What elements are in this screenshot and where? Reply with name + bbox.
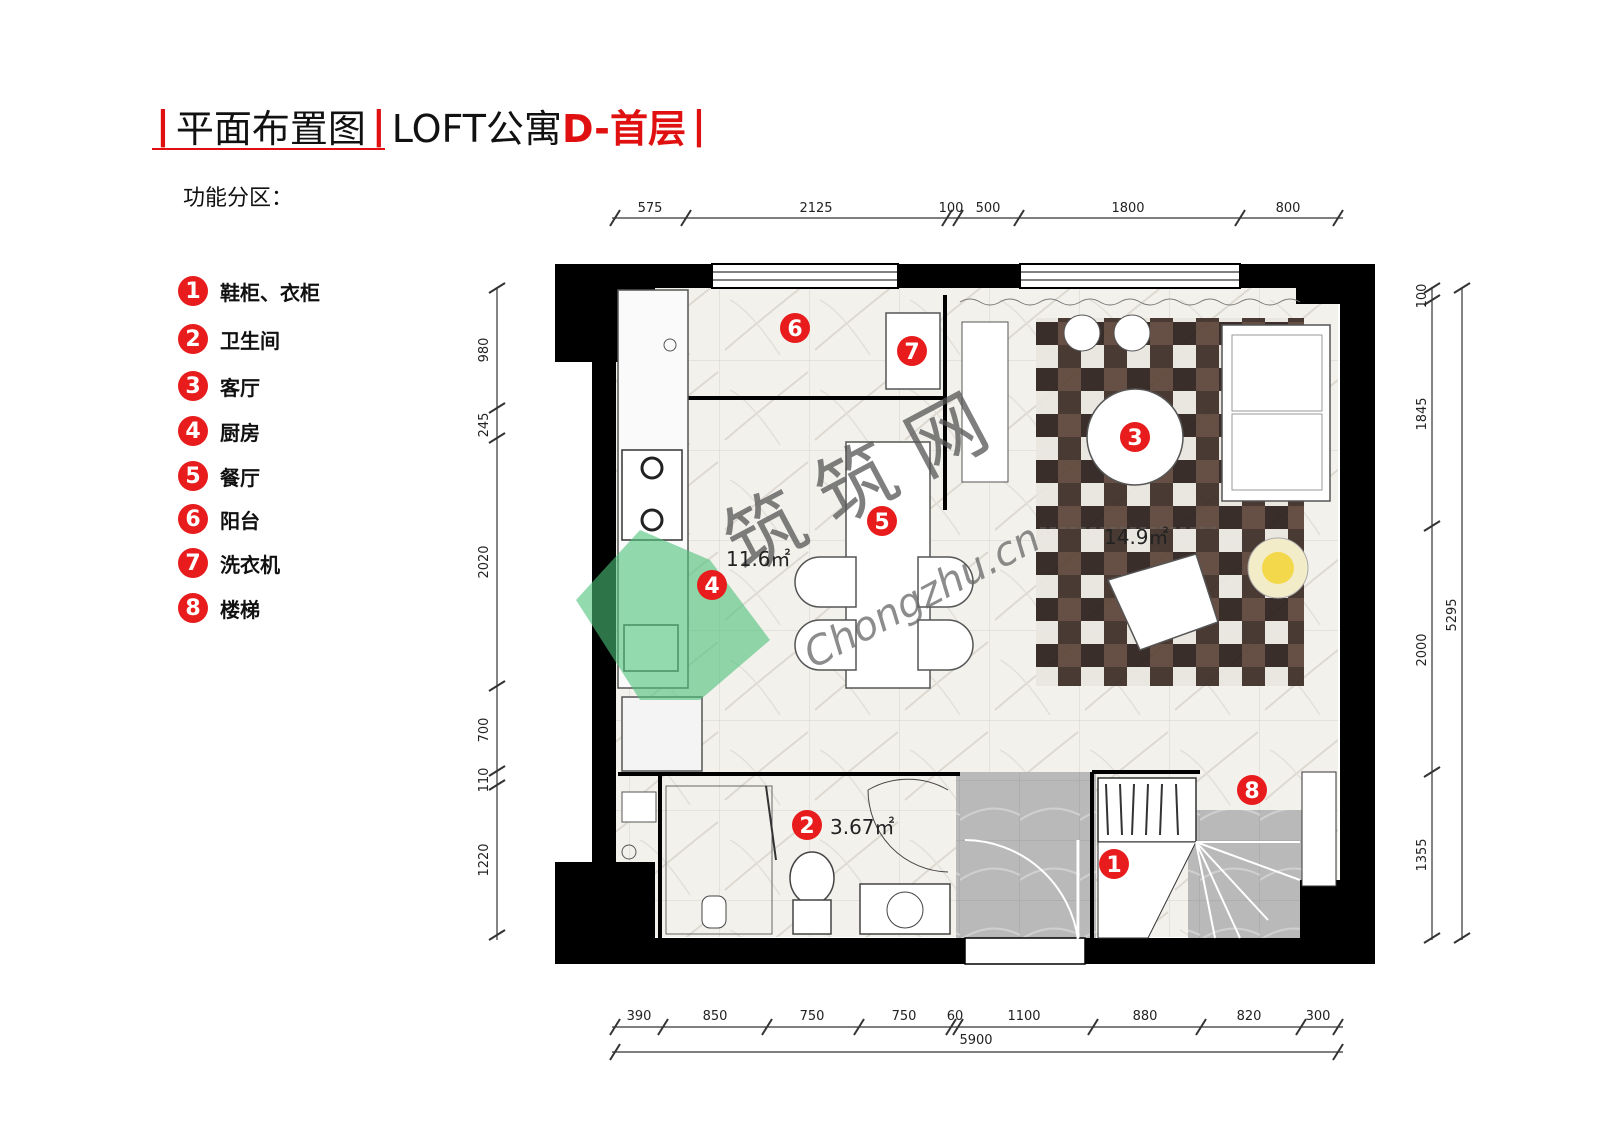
legend-item: 7 洗衣机 [178, 547, 280, 579]
legend-label: 鞋柜、衣柜 [220, 280, 320, 305]
dim-left-label: 245 [477, 413, 492, 438]
dim-bottom-label: 390 [627, 1009, 652, 1024]
dim-right-label: 1845 [1415, 397, 1430, 430]
armchair [1106, 553, 1219, 651]
legend-item: 2 卫生间 [178, 323, 280, 355]
entry-and-stair [964, 771, 1337, 941]
dim-top-label: 2125 [799, 201, 832, 216]
title-plan: 平面布置图 [175, 106, 366, 151]
legend-label: 餐厅 [220, 465, 260, 490]
dim-bottom-label: 300 [1306, 1009, 1331, 1024]
title-bar-left: | [156, 103, 170, 147]
legend-number: 2 [178, 324, 208, 354]
stove-burner-icon [640, 508, 664, 532]
legend-label: 厨房 [220, 420, 260, 445]
house-logo-icon [576, 530, 770, 700]
title-underline [152, 148, 385, 150]
stove-burner-icon [640, 456, 664, 480]
living-area: 14.9㎡ [1104, 525, 1169, 549]
curtain-icon [959, 298, 1301, 306]
legend-number: 4 [178, 416, 208, 446]
dim-left-label: 700 [477, 718, 492, 743]
dim-top-label: 1800 [1111, 201, 1144, 216]
legend-number: 6 [178, 504, 208, 534]
legend-label: 客厅 [220, 375, 260, 400]
legend-label: 卫生间 [220, 328, 280, 353]
legend-label: 楼梯 [220, 597, 260, 622]
dining-set [794, 321, 1009, 689]
legend-number: 5 [178, 461, 208, 491]
living-room-set [959, 298, 1331, 686]
dim-bottom-label: 750 [892, 1009, 917, 1024]
windows [711, 263, 1241, 965]
legend-number: 1 [178, 276, 208, 306]
legend-number: 8 [178, 593, 208, 623]
dim-top-label: 800 [1276, 201, 1301, 216]
zone-marker-label: 7 [904, 340, 919, 365]
legend-item: 4 厨房 [178, 415, 260, 447]
dimension-labels: 575 2125 100 500 1800 800 390 850 750 75… [477, 201, 1460, 1048]
dim-right-label: 100 [1415, 284, 1430, 309]
legend-item: 5 餐厅 [178, 460, 260, 492]
zone-markers: 1 2 3 4 5 6 7 8 [697, 313, 1267, 879]
dim-bottom-label: 1100 [1007, 1009, 1040, 1024]
bathroom-fixtures [621, 778, 951, 935]
zone-marker-label: 4 [704, 574, 719, 599]
sofa [1221, 324, 1331, 502]
legend-item: 1 鞋柜、衣柜 [178, 275, 320, 307]
entry-floor [956, 772, 1096, 940]
toilet-icon [789, 851, 835, 905]
kitchen-area: 11.6㎡ [726, 547, 791, 571]
dim-bottom-label: 880 [1133, 1009, 1158, 1024]
zone-heading: 功能分区： [183, 186, 294, 211]
dim-top-label: 575 [638, 201, 663, 216]
title-bar-mid: | [371, 103, 386, 147]
legend-item: 6 阳台 [178, 503, 260, 535]
dim-left-label: 2020 [477, 545, 492, 578]
dim-bottom-label: 60 [947, 1009, 964, 1024]
title-bar-right: | [691, 103, 706, 147]
dim-right-total: 5295 [1445, 598, 1460, 631]
title-loft: LOFT公寓 [391, 106, 562, 151]
dim-left-label: 1220 [477, 843, 492, 876]
area-labels: 11.6㎡ 14.9㎡ 3.67㎡ [726, 525, 1169, 839]
legend-number: 3 [178, 371, 208, 401]
floor-drain-icon [701, 895, 727, 929]
legend-item: 3 客厅 [178, 370, 260, 402]
dim-top-label: 100 [939, 201, 964, 216]
interior-walls [618, 295, 1200, 938]
dim-bottom-total: 5900 [959, 1033, 992, 1048]
dim-bottom-label: 850 [703, 1009, 728, 1024]
legend-label: 阳台 [220, 508, 260, 533]
bath-area: 3.67㎡ [830, 815, 895, 839]
dim-bottom-label: 750 [800, 1009, 825, 1024]
zone-marker-label: 2 [799, 814, 814, 839]
dim-right-label: 1355 [1415, 838, 1430, 871]
title-floor: D-首层 [561, 106, 686, 151]
legend-label: 洗衣机 [220, 552, 280, 577]
zone-marker-label: 1 [1106, 853, 1121, 878]
zone-marker-label: 8 [1244, 779, 1259, 804]
dim-top-label: 500 [976, 201, 1001, 216]
zone-marker-label: 6 [787, 317, 802, 342]
stair-icon [1195, 841, 1301, 939]
zone-marker-label: 5 [874, 510, 889, 535]
page-title: | 平面布置图 | LOFT公寓 D-首层 | [150, 100, 712, 151]
dim-left-label: 110 [477, 768, 492, 793]
dim-bottom-label: 820 [1237, 1009, 1262, 1024]
legend-number: 7 [178, 548, 208, 578]
zone-marker-label: 3 [1127, 426, 1142, 451]
dimension-lines [488, 209, 1471, 1061]
legend-item: 8 楼梯 [178, 592, 260, 624]
dim-right-label: 2000 [1415, 633, 1430, 666]
dim-left-label: 980 [477, 338, 492, 363]
